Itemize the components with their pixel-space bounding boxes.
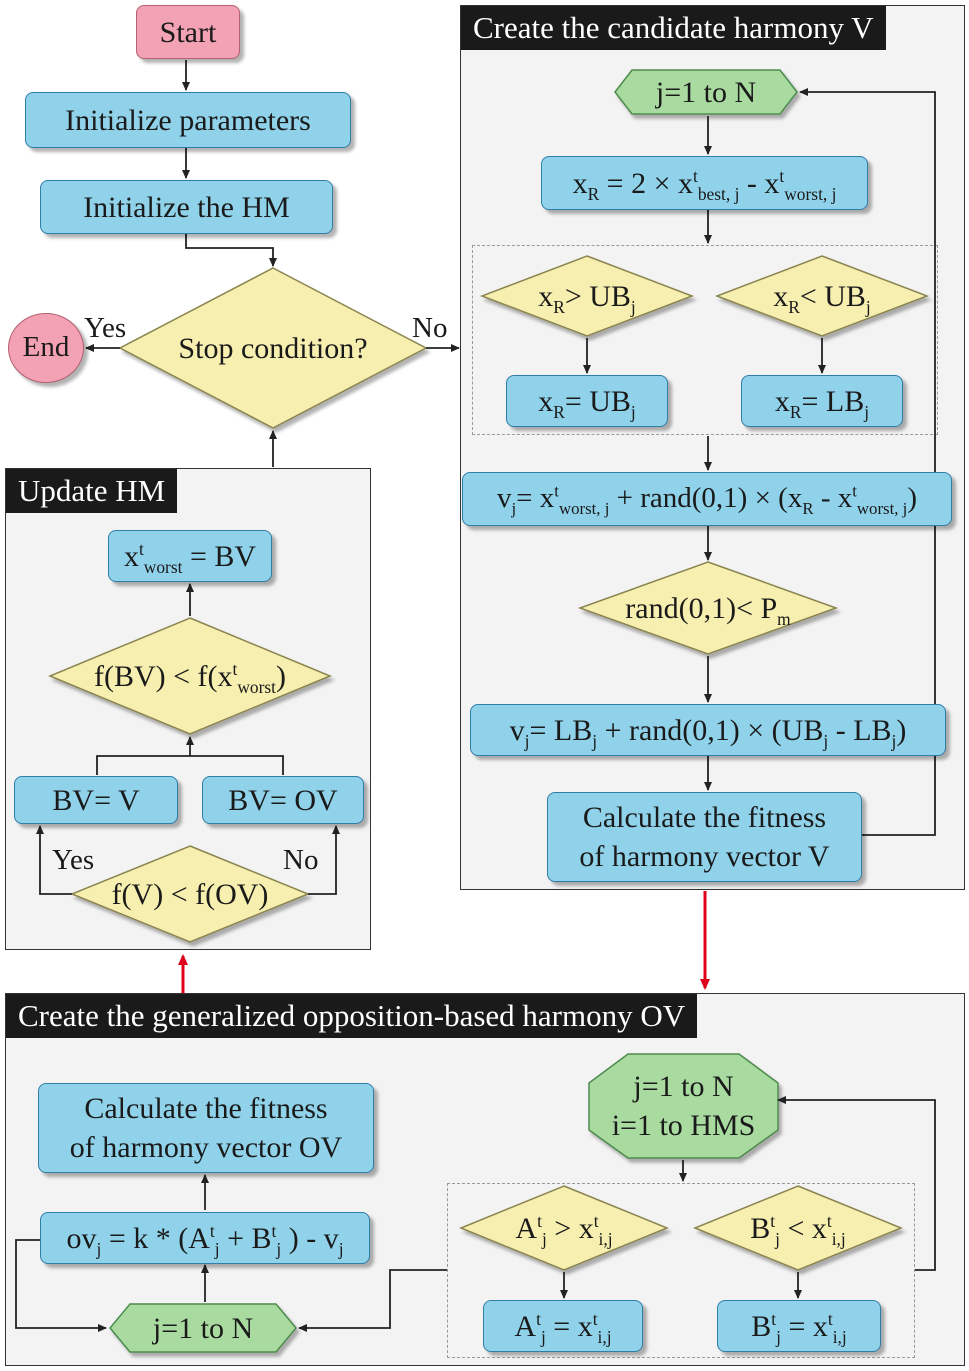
stop-condition-diamond — [118, 267, 428, 429]
set-a-box: Atj = xti,j — [483, 1300, 643, 1352]
fitness-ov-box: Calculate the fitness of harmony vector … — [38, 1083, 374, 1173]
ov-equation-box: ovj = k * (Atj + Btj ) - vj — [40, 1212, 370, 1264]
bv-equals-v-box: BV= V — [14, 776, 178, 824]
fitness-ov-line2: of harmony vector OV — [69, 1131, 343, 1164]
set-lb-box: xR= LBj — [741, 375, 903, 427]
bounds-check-group — [472, 245, 938, 435]
vj-update-box: vj= xtworst, j + rand(0,1) × (xR - xtwor… — [462, 472, 952, 526]
fv-compare-label: f(V) < f(OV) — [111, 877, 269, 911]
initialize-hm-box: Initialize the HM — [40, 180, 333, 234]
set-b-box: Btj = xti,j — [717, 1300, 881, 1352]
loop-ji-line2: i=1 to HMS — [611, 1109, 756, 1142]
stop-no-label: No — [412, 312, 448, 344]
compare-yes-label: Yes — [52, 844, 95, 876]
cond-ub-diamond — [479, 255, 695, 337]
bv-compare-diamond — [48, 617, 332, 735]
loop-ji-label: j=1 to N i=1 to HMS — [589, 1058, 778, 1154]
cond-b-diamond — [693, 1185, 903, 1271]
opposition-bounds-group — [447, 1183, 915, 1358]
pm-cond-diamond — [577, 561, 839, 655]
candidate-panel-title: Create the candidate harmony V — [461, 6, 886, 50]
end-node: End — [8, 313, 84, 383]
loop-ji-line1: j=1 to N — [633, 1070, 734, 1103]
stop-yes-label: Yes — [84, 312, 127, 344]
opposition-panel-title: Create the generalized opposition-based … — [6, 994, 698, 1038]
loop-j-hexagon — [614, 69, 798, 115]
cond-a-diamond — [459, 1185, 669, 1271]
loop-j-ov-hexagon — [109, 1303, 297, 1353]
fitness-v-box: Calculate the fitness of harmony vector … — [547, 792, 862, 882]
pm-cond-label: rand(0,1)< Pm — [625, 591, 791, 629]
bv-compare-label: f(BV) < f(xtworst) — [93, 658, 287, 697]
replace-worst-box: xtworst = BV — [108, 530, 272, 582]
xr-reflection-box: xR = 2 × xtbest, j - xtworst, j — [541, 156, 868, 210]
cond-lb-label: xR< UBj — [773, 279, 871, 317]
fv-compare-diamond — [70, 845, 310, 943]
stop-condition-label: Stop condition? — [178, 331, 368, 365]
fitness-v-line2: of harmony vector V — [579, 840, 830, 873]
vj-random-box: vj= LBj + rand(0,1) × (UBj - LBj) — [470, 704, 946, 756]
loop-ji-octagon — [588, 1053, 779, 1159]
cond-ub-label: xR> UBj — [538, 279, 636, 317]
loop-j-ov-label: j=1 to N — [152, 1311, 254, 1345]
cond-a-label: Atj > xti,j — [515, 1210, 613, 1249]
fitness-v-line1: Calculate the fitness — [582, 801, 827, 834]
cond-b-label: Btj < xti,j — [750, 1210, 846, 1249]
start-node: Start — [136, 5, 240, 59]
cond-lb-diamond — [714, 255, 930, 337]
initialize-parameters-box: Initialize parameters — [25, 92, 351, 148]
loop-j-label: j=1 to N — [655, 75, 757, 109]
compare-no-label: No — [283, 844, 319, 876]
set-ub-box: xR= UBj — [506, 375, 668, 427]
bv-equals-ov-box: BV= OV — [202, 776, 364, 824]
fitness-ov-line1: Calculate the fitness — [84, 1092, 328, 1125]
update-panel-title: Update HM — [6, 469, 178, 513]
